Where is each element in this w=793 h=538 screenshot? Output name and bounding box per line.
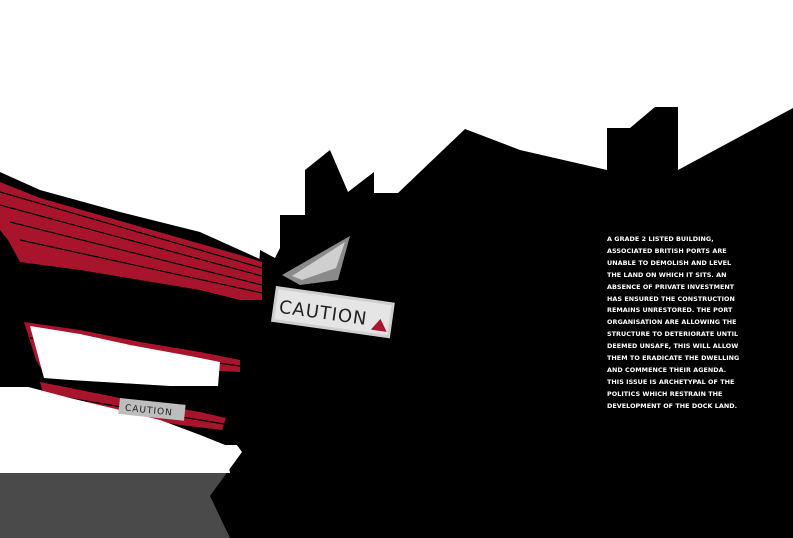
description-line: THIS ISSUE IS ARCHETYPAL OF THE <box>607 377 735 386</box>
caution-sign-main: CAUTION <box>270 286 395 339</box>
description-line: DEVELOPMENT OF THE DOCK LAND. <box>607 401 738 410</box>
caution-sign-small: CAUTION <box>118 398 186 421</box>
white-lower-void <box>0 387 230 473</box>
description-line: STRUCTURE TO DETERIORATE UNTIL <box>607 330 739 339</box>
torn-poster-highlight <box>292 242 345 280</box>
description-line: REMAINS UNRESTORED. THE PORT <box>607 306 733 315</box>
description-line: ORGANISATION ARE ALLOWING THE <box>607 318 737 327</box>
description-line: UNABLE TO DEMOLISH AND LEVEL <box>607 258 732 267</box>
description-line: THEM TO ERADICATE THE DWELLING <box>607 354 740 363</box>
description-line: ASSOCIATED BRITISH PORTS ARE <box>607 246 727 255</box>
description-text: A GRADE 2 LISTED BUILDING, ASSOCIATED BR… <box>607 234 785 413</box>
description-line: A GRADE 2 LISTED BUILDING, <box>607 235 714 243</box>
description-line: AND COMMENCE THEIR AGENDA. <box>607 365 727 374</box>
caution-sign-small-text: CAUTION <box>124 404 173 419</box>
building-silhouette <box>210 107 793 538</box>
description-line: ABSENCE OF PRIVATE INVESTMENT <box>607 282 735 291</box>
description-line: DEEMED UNSAFE, THIS WILL ALLOW <box>607 342 739 351</box>
description-line: POLITICS WHICH RESTRAIN THE <box>607 389 723 398</box>
description-line: HAS ENSURED THE CONSTRUCTION <box>607 294 735 303</box>
white-opening <box>30 326 220 386</box>
description-line: THE LAND ON WHICH IT SITS. AN <box>607 270 727 279</box>
